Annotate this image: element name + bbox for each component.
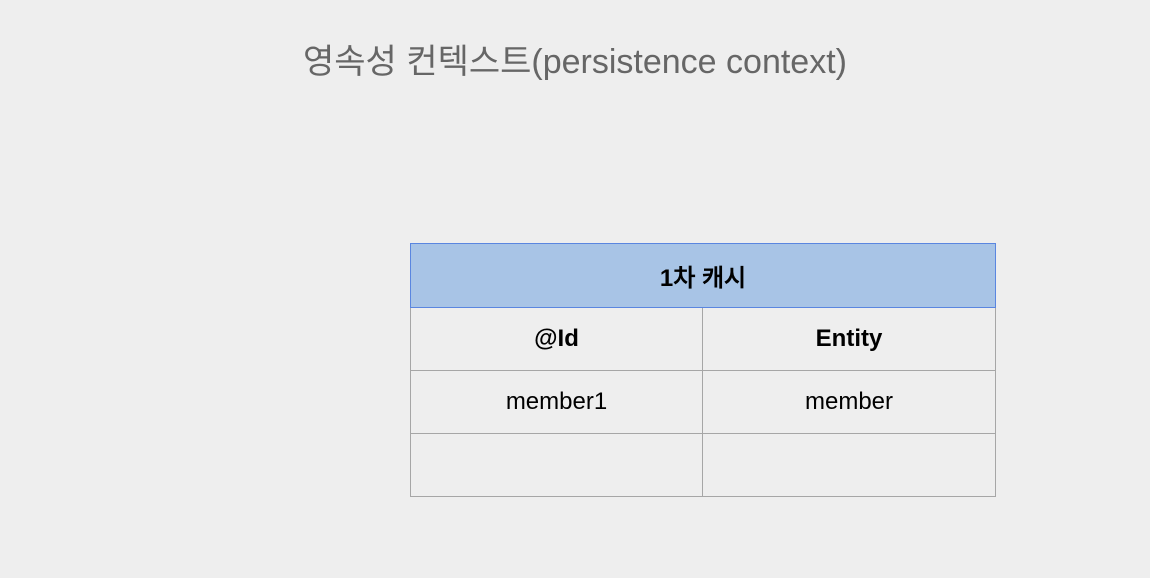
column-header-row: @Id Entity bbox=[410, 307, 997, 371]
column-header-entity: Entity bbox=[701, 307, 997, 371]
cell-id bbox=[410, 433, 703, 497]
cell-entity: member bbox=[701, 370, 997, 434]
cell-id: member1 bbox=[410, 370, 703, 434]
cache-header: 1차 캐시 bbox=[409, 243, 997, 308]
table-row: member1 member bbox=[410, 370, 997, 434]
table-row bbox=[410, 433, 997, 497]
diagram-title: 영속성 컨텍스트(persistence context) bbox=[303, 43, 847, 81]
column-header-id: @Id bbox=[410, 307, 703, 371]
first-level-cache-table: 1차 캐시 @Id Entity member1 member bbox=[409, 243, 997, 497]
cell-entity bbox=[701, 433, 997, 497]
cache-header-row: 1차 캐시 bbox=[409, 243, 997, 308]
